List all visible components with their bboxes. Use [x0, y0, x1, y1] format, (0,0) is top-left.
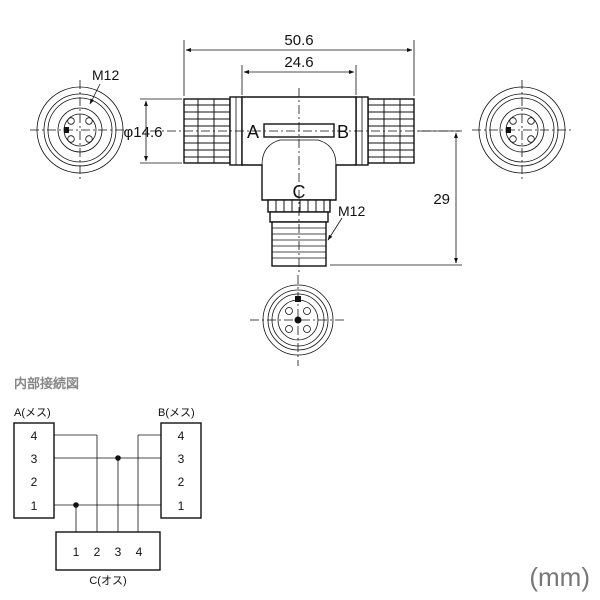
a-pin-2: 3: [31, 452, 38, 466]
wiring-title: 内部接続図: [14, 376, 79, 391]
wiring-lines: [13, 422, 202, 571]
c-pin-1: 1: [73, 545, 80, 559]
c-pin-4: 4: [136, 545, 143, 559]
diameter-dim: φ14.6: [124, 124, 163, 141]
b-pin-1: 4: [178, 429, 185, 443]
b-pin-3: 2: [178, 475, 185, 489]
right-end-view: [472, 80, 572, 180]
body-width-dim: 24.6: [284, 54, 313, 71]
c-connector-label: C(オス): [89, 574, 126, 587]
port-letter-c: C: [293, 182, 306, 202]
a-pin-1: 4: [31, 429, 38, 443]
a-connector-label: A(メス): [14, 407, 51, 419]
height-dim: 29: [433, 191, 450, 208]
b-connector-label: B(メス): [158, 407, 195, 419]
left-end-view: [30, 80, 130, 180]
bottom-end-view: [250, 275, 346, 366]
a-pin-4: 1: [31, 499, 38, 513]
overall-width-dim: 50.6: [284, 32, 313, 49]
t-connector-front-view: [150, 88, 460, 272]
thread-label-bottom: M12: [338, 203, 365, 219]
unit-label: (mm): [529, 562, 590, 592]
b-pin-2: 3: [178, 452, 185, 466]
c-pin-3: 3: [115, 545, 122, 559]
dimension-lines: [89, 40, 462, 266]
port-letter-a: A: [247, 122, 259, 142]
c-pin-2: 2: [94, 545, 101, 559]
b-pin-4: 1: [178, 499, 185, 513]
a-pin-3: 2: [31, 475, 38, 489]
port-letter-b: B: [337, 122, 349, 142]
thread-label-top: M12: [92, 67, 119, 83]
